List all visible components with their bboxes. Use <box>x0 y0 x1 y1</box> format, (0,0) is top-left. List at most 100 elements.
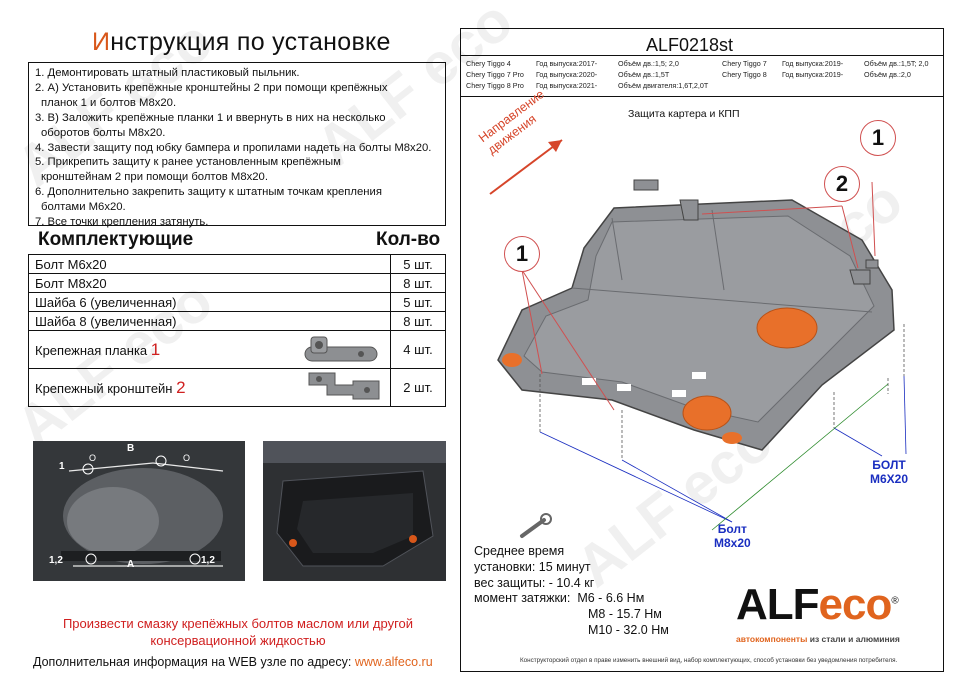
weight-label: вес защиты: <box>474 575 546 590</box>
web-text: Дополнительная информация на WEB узле по… <box>33 655 352 669</box>
model-engine: Объём дв.:1,5T <box>618 70 670 79</box>
kit-qty: 5 шт. <box>390 292 446 312</box>
bolt-label-line: M8x20 <box>714 536 751 550</box>
kit-qty: 8 шт. <box>390 273 446 293</box>
model-name: Chery Tiggo 7 <box>722 59 767 68</box>
bracket-parts <box>633 179 879 285</box>
mounting-bracket-icon <box>308 372 380 400</box>
torque-m6: М6 - 6.6 Нм <box>577 591 645 606</box>
model-year: Год выпуска:2019- <box>782 70 844 79</box>
direction-arrow-icon <box>489 139 563 195</box>
kit-cell: Крепежная планка 1 <box>28 330 391 369</box>
tagline-part: из стали и алюминия <box>809 634 900 644</box>
table-row: Шайба 6 (увеличенная)5 шт. <box>28 292 446 312</box>
diagram-subtitle: Защита картера и КПП <box>628 108 740 120</box>
torque-label: момент затяжки: <box>474 591 571 606</box>
kit-qty: 5 шт. <box>390 254 446 274</box>
instruction-step: оборотов болты M8x20. <box>41 126 166 139</box>
bolt-m6-label: БОЛТ M6X20 <box>870 458 908 486</box>
instruction-step: 5. Прикрепить защиту к ранее установленн… <box>35 156 341 169</box>
lubrication-note: Произвести смазку крепёжных болтов масло… <box>28 615 448 649</box>
engine-photo: B 1 O O A 1,2 1,2 <box>33 441 245 581</box>
logo-registered: ® <box>891 595 898 607</box>
page-title-text: нструкция по установке <box>110 28 391 56</box>
model-engine: Объём дв.:2,0 <box>864 70 911 79</box>
photo-label: 1,2 <box>201 555 215 566</box>
model-name: Chery Tiggo 4 <box>466 59 511 68</box>
model-year: Год выпуска:2021- <box>536 81 598 90</box>
instruction-step: 2. А) Установить крепёжные кронштейны 2 … <box>35 81 388 94</box>
photo-label: O <box>183 453 191 463</box>
table-row: Шайба 8 (увеличенная)8 шт. <box>28 311 446 331</box>
photo-label: O <box>89 453 97 463</box>
callout-1-left: 1 <box>504 236 540 272</box>
bolt-m8-label: Болт M8x20 <box>714 522 751 550</box>
torque-row: момент затяжки: М6 - 6.6 Нм <box>474 591 669 607</box>
installed-photo-illustration <box>263 441 446 581</box>
page-title: Инструкция по установке <box>92 28 391 57</box>
model-year: Год выпуска:2019- <box>782 59 844 68</box>
kit-qty: 2 шт. <box>390 368 446 407</box>
instructions-list: 1. Демонтировать штатный пластиковый пыл… <box>29 63 445 230</box>
kit-name: Крепежный кронштейн <box>35 380 173 396</box>
model-engine: Объём двигателя:1,6T,2,0T <box>618 81 709 90</box>
web-link[interactable]: www.alfeco.ru <box>354 655 433 669</box>
brand-logo: ALFeco® <box>736 580 899 630</box>
instruction-step: болтами M6x20. <box>41 201 126 214</box>
install-time: установки: 15 минут <box>474 559 591 574</box>
photo-label: 1,2 <box>49 555 63 566</box>
divider <box>460 96 944 97</box>
kit-qty: 8 шт. <box>390 311 446 331</box>
bolt-leaders <box>539 324 905 460</box>
installation-stats: Среднее время установки: 15 минут вес за… <box>474 544 669 639</box>
model-engine: Объём дв.:1,5; 2,0 <box>618 59 679 68</box>
callout-1: 1 <box>860 120 896 156</box>
photo-label: A <box>127 559 135 570</box>
logo-eco: eco <box>818 580 893 629</box>
bolt-label-line: M6X20 <box>870 472 909 486</box>
kit-name: Болт М6х20 <box>28 254 391 274</box>
instruction-step: 6. Дополнительно закрепить защиту к штат… <box>35 186 382 199</box>
divider <box>460 55 944 56</box>
callout-leaders <box>521 181 876 411</box>
instruction-step: 7. Все точки крепления затянуть. <box>35 216 209 229</box>
model-name: Chery Tiggo 8 Pro <box>466 81 524 90</box>
model-list: Chery Tiggo 4 Год выпуска:2017- Объём дв… <box>466 59 942 95</box>
model-engine: Объём дв.:1,5T; 2,0 <box>864 59 929 68</box>
photo-label: 1 <box>59 461 65 472</box>
kit-header: Комплектующие <box>38 229 194 250</box>
bolt-m8-lines <box>539 431 733 523</box>
kit-number: 2 <box>176 377 186 397</box>
kit-name: Крепежная планка <box>35 342 148 358</box>
kit-qty: 4 шт. <box>390 330 446 369</box>
instructions-box: 1. Демонтировать штатный пластиковый пыл… <box>28 62 446 228</box>
logo-alf: ALF <box>736 580 820 629</box>
footer-disclaimer: Конструкторский отдел в праве изменить в… <box>520 657 898 664</box>
kit-number: 1 <box>150 339 161 359</box>
wrench-icon <box>520 513 552 538</box>
kit-name: Шайба 6 (увеличенная) <box>28 292 391 312</box>
installed-photo <box>263 441 446 581</box>
callout-2: 2 <box>824 166 860 202</box>
kit-name: Шайба 8 (увеличенная) <box>28 311 391 331</box>
instruction-step: 3. В) Заложить крепёжные планки 1 и ввер… <box>35 111 386 124</box>
instruction-step: планок 1 и болтов M8x20. <box>41 96 177 109</box>
weight-row: вес защиты: - 10.4 кг <box>474 576 669 592</box>
table-row: Крепежный кронштейн 2 2 шт. <box>28 368 446 407</box>
bolt-label-line: Болт <box>717 522 747 536</box>
kit-name: Болт М8х20 <box>28 273 391 293</box>
qty-header: Кол-во <box>376 229 441 250</box>
instruction-step: кронштейнам 2 при помощи болтов M8x20. <box>41 171 268 184</box>
note-line: Произвести смазку крепёжных болтов масло… <box>62 616 414 631</box>
model-year: Год выпуска:2017- <box>536 59 598 68</box>
torque-m8: М8 - 15.7 Нм <box>588 607 662 622</box>
kit-cell: Крепежный кронштейн 2 <box>28 368 391 407</box>
model-year: Год выпуска:2020- <box>536 70 598 79</box>
weight-value: - 10.4 кг <box>548 575 595 590</box>
product-code: ALF0218st <box>646 35 734 55</box>
model-name: Chery Tiggo 8 <box>722 70 767 79</box>
instruction-step: 1. Демонтировать штатный пластиковый пыл… <box>35 67 300 79</box>
page-title-initial: И <box>92 28 111 56</box>
